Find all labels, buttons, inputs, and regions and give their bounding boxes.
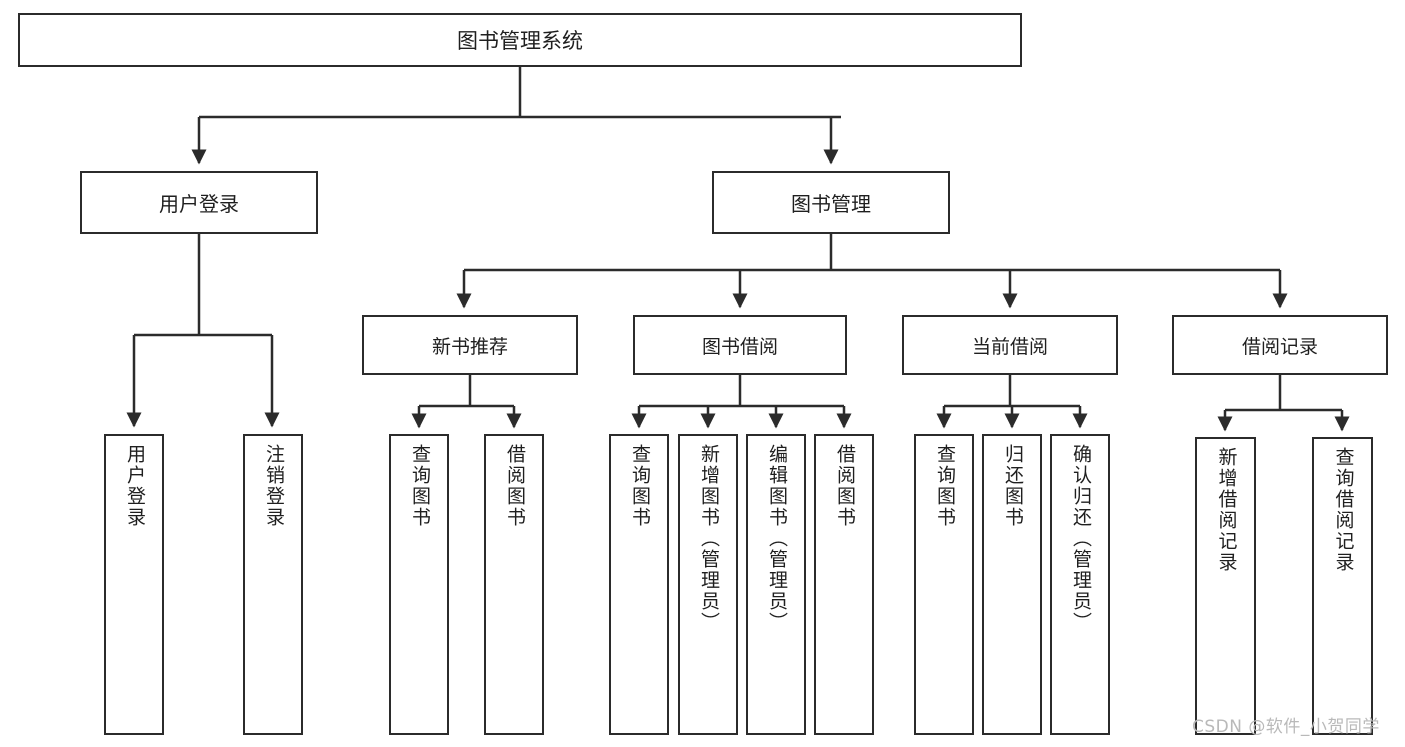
leaf-borrow-book-label: 借阅图书 <box>833 444 856 528</box>
leaf-query-borrow-record-label: 查询借阅记录 <box>1332 447 1355 573</box>
leaf-user-logout-label: 注销登录 <box>262 444 285 528</box>
node-user-login-label: 用户登录 <box>159 192 239 216</box>
node-borrow-record[interactable]: 借阅记录 <box>1172 315 1388 375</box>
node-new-book-recommend-label: 新书推荐 <box>431 335 508 358</box>
node-root[interactable]: 图书管理系统 <box>18 13 1022 67</box>
node-user-login[interactable]: 用户登录 <box>80 171 318 234</box>
node-book-management[interactable]: 图书管理 <box>712 171 950 234</box>
leaf-return-book[interactable]: 归还图书 <box>982 434 1042 735</box>
node-book-borrow[interactable]: 图书借阅 <box>633 315 847 375</box>
leaf-confirm-return-admin-label: 确认归还（管理员） <box>1069 444 1092 633</box>
leaf-edit-book-admin[interactable]: 编辑图书（管理员） <box>746 434 806 735</box>
leaf-query-book-current-label: 查询图书 <box>933 444 956 528</box>
leaf-add-book-admin[interactable]: 新增图书（管理员） <box>678 434 738 735</box>
leaf-edit-book-admin-label: 编辑图书（管理员） <box>765 444 788 633</box>
leaf-confirm-return-admin[interactable]: 确认归还（管理员） <box>1050 434 1110 735</box>
leaf-query-book-current[interactable]: 查询图书 <box>914 434 974 735</box>
node-root-label: 图书管理系统 <box>457 29 583 53</box>
leaf-query-borrow-record[interactable]: 查询借阅记录 <box>1312 437 1373 735</box>
leaf-borrow-book-new[interactable]: 借阅图书 <box>484 434 544 735</box>
node-book-management-label: 图书管理 <box>791 192 871 216</box>
node-new-book-recommend[interactable]: 新书推荐 <box>362 315 578 375</box>
leaf-add-book-admin-label: 新增图书（管理员） <box>697 444 720 633</box>
leaf-return-book-label: 归还图书 <box>1001 444 1024 528</box>
leaf-borrow-book[interactable]: 借阅图书 <box>814 434 874 735</box>
leaf-user-login[interactable]: 用户登录 <box>104 434 164 735</box>
node-current-borrow-label: 当前借阅 <box>971 335 1048 358</box>
node-borrow-record-label: 借阅记录 <box>1241 335 1318 358</box>
node-book-borrow-label: 图书借阅 <box>701 335 778 358</box>
leaf-query-book[interactable]: 查询图书 <box>609 434 669 735</box>
leaf-query-book-new[interactable]: 查询图书 <box>389 434 449 735</box>
leaf-query-book-new-label: 查询图书 <box>408 444 431 528</box>
leaf-user-login-label: 用户登录 <box>123 444 146 528</box>
leaf-add-borrow-record-label: 新增借阅记录 <box>1215 447 1238 573</box>
node-current-borrow[interactable]: 当前借阅 <box>902 315 1118 375</box>
leaf-add-borrow-record[interactable]: 新增借阅记录 <box>1195 437 1256 735</box>
csdn-watermark: CSDN @软件_小贺同学 <box>1192 717 1380 737</box>
leaf-borrow-book-new-label: 借阅图书 <box>503 444 526 528</box>
leaf-user-logout[interactable]: 注销登录 <box>243 434 303 735</box>
leaf-query-book-label: 查询图书 <box>628 444 651 528</box>
